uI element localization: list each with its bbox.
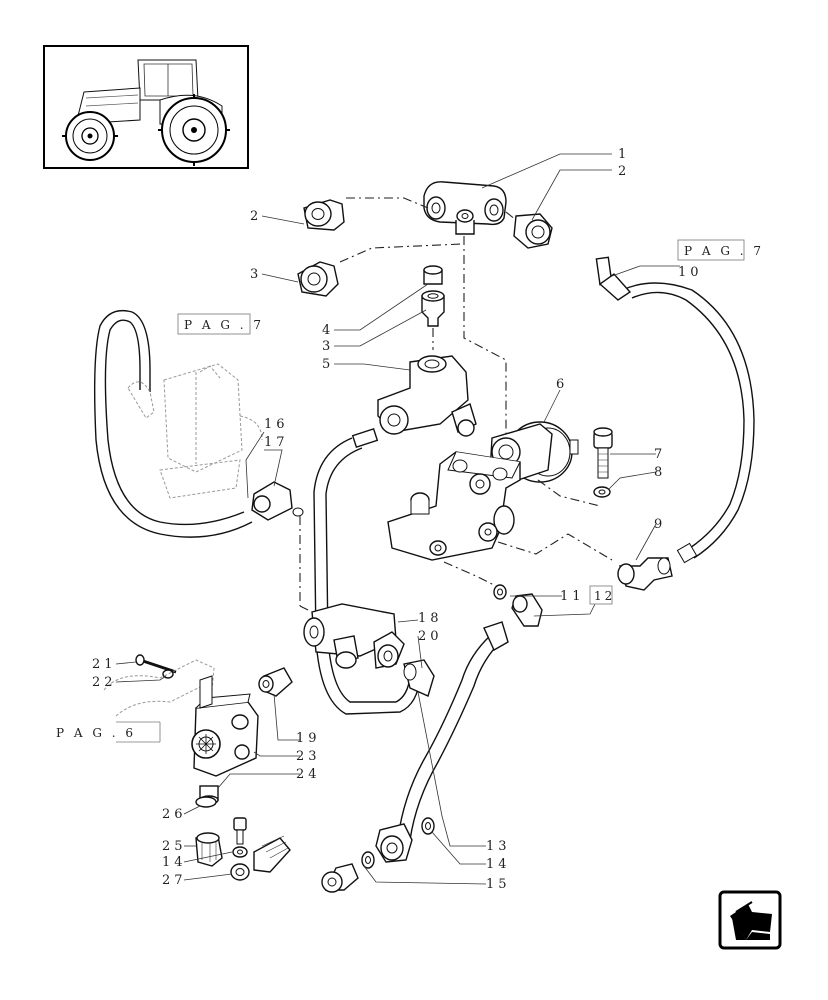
callout-13: 13 [486, 839, 511, 854]
svg-text:P A G . 7: P A G . 7 [184, 318, 264, 332]
ref-box-pag7-left[interactable]: P A G . 7 [177, 313, 264, 335]
svg-text:P A G . 6: P A G . 6 [56, 726, 136, 740]
adapter-3 [421, 290, 445, 327]
seal-11 [493, 584, 507, 600]
cap-2-left [303, 199, 345, 231]
cap-2-right [513, 213, 553, 249]
callout-12: 12 [594, 589, 615, 603]
callout-23: 23 [296, 749, 321, 764]
banjo-fitting-14 [375, 823, 413, 863]
callout-17: 17 [264, 435, 289, 450]
callout-11: 11 [560, 589, 585, 604]
callout-2: 2 [250, 209, 262, 224]
callout-numbers: 1 2 2 3 4 3 5 6 7 8 9 10 11 12 13 14 15 … [92, 147, 703, 892]
next-page-button[interactable] [718, 890, 782, 950]
solenoid-valve-ghost [127, 363, 263, 499]
callout-3: 3 [322, 339, 334, 354]
callout-14: 14 [486, 857, 511, 872]
elbow-9 [617, 542, 698, 591]
ref-box-pag6[interactable]: P A G . 6 [56, 721, 161, 743]
callout-16: 16 [264, 417, 289, 432]
banjo-block-5 [377, 355, 477, 437]
callout-14: 14 [162, 855, 187, 870]
washer-14-left [232, 846, 248, 858]
elbow-12 [511, 593, 543, 627]
callout-6: 6 [556, 377, 568, 392]
hose-center [313, 428, 421, 715]
callout-21: 21 [92, 657, 117, 672]
ref-box-pag7-top[interactable]: P A G . 7 [677, 239, 764, 261]
callout-24: 24 [296, 767, 321, 782]
washer-8 [593, 486, 611, 498]
callout-22: 22 [92, 675, 117, 690]
callout-15: 15 [486, 877, 511, 892]
bolt-7 [593, 427, 613, 479]
svg-text:P A G . 7: P A G . 7 [684, 244, 764, 258]
callout-8: 8 [654, 465, 666, 480]
tractor-icon [62, 59, 230, 166]
callout-10: 10 [678, 265, 703, 280]
leader-lines [115, 153, 680, 885]
elbow-fitting-17 [251, 481, 304, 521]
pipe-13 [397, 621, 509, 841]
tee-fitting-1 [423, 181, 507, 235]
plug-4 [423, 265, 443, 285]
valve-block-23 [191, 675, 259, 777]
cap-3 [297, 261, 339, 297]
hose-10 [595, 256, 755, 559]
callout-5: 5 [322, 357, 334, 372]
callout-9: 9 [654, 517, 666, 532]
callout-7: 7 [654, 447, 666, 462]
callout-3: 3 [250, 267, 262, 282]
callout-18: 18 [418, 611, 443, 626]
callout-1: 1 [618, 147, 630, 162]
fitting-20 [403, 659, 435, 697]
bracket-ghost-pag6 [103, 659, 215, 717]
connector-19 [258, 667, 293, 697]
next-page-arrow-icon [730, 901, 772, 940]
banjo-bolt-15 [321, 863, 359, 893]
screw-25 [233, 817, 247, 845]
cap-25-hex [195, 832, 223, 867]
plug-26 [195, 796, 217, 808]
banjo-27 [230, 835, 291, 881]
seal-14-right [421, 817, 435, 835]
screw-21 [135, 654, 177, 674]
tractor-thumbnail [43, 45, 249, 169]
seal-14-left [361, 851, 375, 869]
callout-26: 26 [162, 807, 187, 822]
hose-left [93, 309, 253, 538]
callout-19: 19 [296, 731, 321, 746]
callout-27: 27 [162, 873, 187, 888]
callout-12-box [589, 585, 613, 605]
tee-fitting-18 [303, 603, 405, 669]
callout-20: 20 [418, 629, 443, 644]
valve-housing [387, 451, 521, 561]
callout-2: 2 [618, 164, 630, 179]
callout-25: 25 [162, 839, 187, 854]
callout-4: 4 [322, 323, 334, 338]
